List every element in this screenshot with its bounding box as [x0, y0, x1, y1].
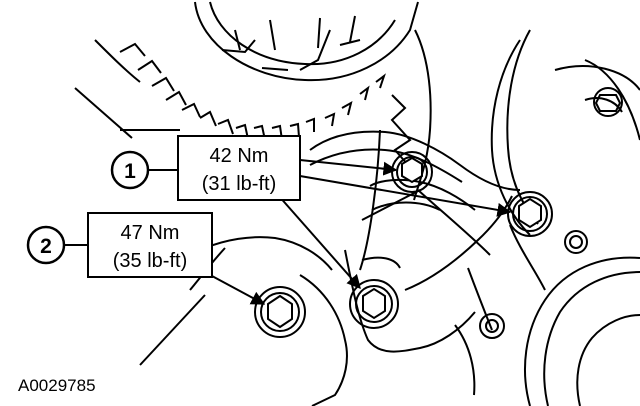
bolt-lower-2 [254, 286, 306, 338]
arrow-1-bolt-lower-1 [277, 194, 361, 290]
arrow-2-bolt-lower-2 [211, 275, 266, 305]
small-bolt-right [564, 230, 588, 254]
small-bolt-lower [479, 313, 505, 339]
callout-1-box [177, 135, 301, 201]
gear-wheel [119, 1, 419, 141]
callout-2-box [87, 212, 213, 278]
bolt-upper-1 [391, 151, 433, 193]
bolt-upper-2 [507, 191, 553, 237]
leader-arrows [211, 159, 512, 305]
callout-2: 2 47 Nm (35 lb-ft) [26, 212, 213, 278]
gear-teeth [119, 42, 386, 141]
callout-2-number: 2 [40, 235, 52, 258]
bolt-lower-1 [349, 279, 399, 329]
callout-1-circle [110, 150, 150, 190]
arrow-1-bolt-upper-1 [299, 159, 398, 176]
callout-1: 1 42 Nm (31 lb-ft) [110, 135, 301, 201]
figure-id: A0029785 [18, 376, 96, 395]
callout-1-number: 1 [124, 160, 136, 183]
engine-drawing [74, 1, 640, 406]
callout-1-torque-nm: 42 Nm [210, 145, 269, 167]
callout-2-torque-lbft: (35 lb-ft) [113, 250, 187, 272]
callout-1-torque-lbft: (31 lb-ft) [202, 173, 276, 195]
crank-pulley [454, 256, 640, 406]
pulley-wheel [490, 29, 640, 236]
arrow-1-bolt-upper-2 [299, 175, 512, 217]
callout-2-circle [26, 225, 66, 265]
callout-2-torque-nm: 47 Nm [121, 222, 180, 244]
